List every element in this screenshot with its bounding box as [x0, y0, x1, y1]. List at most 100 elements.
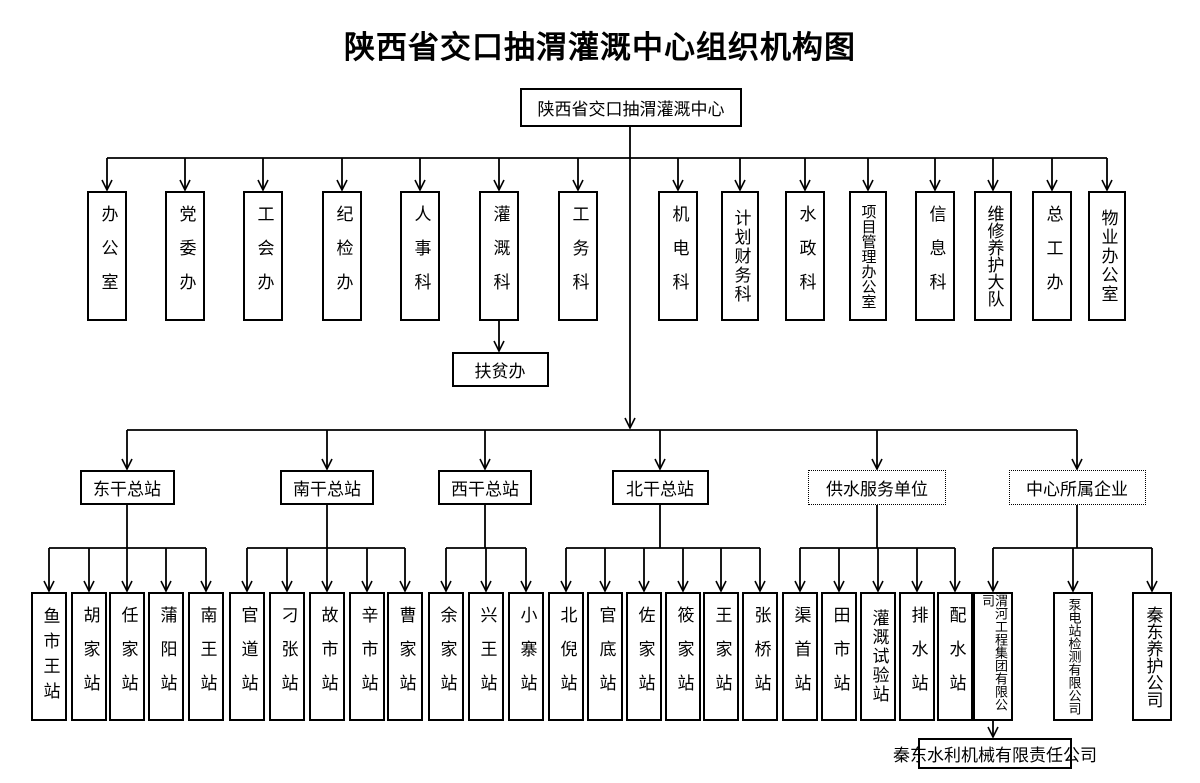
- station-box: 东干总站: [79, 470, 175, 505]
- unit-box-label: 排水站: [907, 605, 928, 708]
- unit-box: 辛市站: [349, 592, 385, 721]
- department-box-label: 灌溉科: [489, 205, 510, 307]
- department-box-label: 信息科: [925, 205, 946, 307]
- unit-box: 南王站: [188, 592, 224, 721]
- sub-department-box-label: 扶贫办: [474, 362, 526, 382]
- unit-box-label: 故市站: [317, 605, 338, 708]
- department-box-label: 纪检办: [332, 205, 353, 307]
- unit-box-label: 配水站: [945, 605, 966, 708]
- station-box-label: 供水服务单位: [826, 480, 928, 500]
- unit-box: 曹家站: [387, 592, 423, 721]
- root-box: 陕西省交口抽渭灌溉中心: [520, 88, 742, 127]
- unit-box: 余家站: [428, 592, 464, 721]
- unit-box: 鱼市王站: [31, 592, 67, 721]
- department-box: 信息科: [915, 191, 955, 321]
- unit-box: 北倪站: [548, 592, 584, 721]
- subsidiary-box-label: 秦东水利机械有限责任公司: [893, 746, 1097, 766]
- department-box: 计划财务科: [721, 191, 759, 321]
- unit-box-label: 官道站: [237, 605, 258, 708]
- station-box: 供水服务单位: [808, 470, 946, 505]
- department-box-label: 工务科: [568, 205, 589, 307]
- unit-box-label: 筱家站: [673, 605, 694, 708]
- unit-box-label: 任家站: [117, 605, 138, 708]
- department-box-label: 人事科: [410, 205, 431, 307]
- department-box-label: 物业办公室: [1097, 208, 1118, 304]
- department-box-label: 党委办: [175, 205, 196, 307]
- department-box-label: 办公室: [97, 205, 118, 307]
- unit-box: 排水站: [899, 592, 935, 721]
- unit-box: 胡家站: [71, 592, 107, 721]
- unit-box-label: 小寨站: [516, 605, 537, 708]
- unit-box-label: 官底站: [595, 605, 616, 708]
- department-box-label: 项目管理办公室: [859, 203, 878, 309]
- unit-box: 张桥站: [742, 592, 778, 721]
- department-box: 办公室: [87, 191, 127, 321]
- department-box: 项目管理办公室: [849, 191, 887, 321]
- unit-box-label: 北倪站: [556, 605, 577, 708]
- unit-box: 刁张站: [269, 592, 305, 721]
- unit-box: 泵电站检测有限公司: [1053, 592, 1093, 721]
- department-box-label: 总工办: [1042, 205, 1063, 307]
- department-box: 总工办: [1032, 191, 1072, 321]
- department-box-label: 水政科: [795, 205, 816, 307]
- unit-box-label: 余家站: [436, 605, 457, 708]
- department-box-label: 工会办: [253, 205, 274, 307]
- department-box: 物业办公室: [1088, 191, 1126, 321]
- department-box: 工会办: [243, 191, 283, 321]
- station-box-label: 南干总站: [293, 480, 361, 500]
- department-box: 纪检办: [322, 191, 362, 321]
- unit-box: 渭河工程集团有限公司: [973, 592, 1013, 721]
- unit-box: 官底站: [587, 592, 623, 721]
- unit-box: 灌溉试验站: [860, 592, 896, 721]
- station-box: 北干总站: [611, 470, 709, 505]
- department-box: 维修养护大队: [974, 191, 1012, 321]
- department-box: 机电科: [658, 191, 698, 321]
- unit-box: 田市站: [821, 592, 857, 721]
- unit-box: 小寨站: [508, 592, 544, 721]
- unit-box-label: 田市站: [829, 605, 850, 708]
- station-box-label: 东干总站: [93, 480, 161, 500]
- unit-box-label: 蒲阳站: [156, 605, 177, 708]
- unit-box-label: 泵电站检测有限公司: [1065, 598, 1081, 715]
- unit-box-label: 张桥站: [750, 605, 771, 708]
- unit-box: 兴王站: [468, 592, 504, 721]
- unit-box-label: 兴王站: [476, 605, 497, 708]
- station-box-label: 中心所属企业: [1026, 480, 1128, 500]
- unit-box-label: 胡家站: [79, 605, 100, 708]
- station-box: 中心所属企业: [1008, 470, 1146, 505]
- unit-box-label: 渠首站: [790, 605, 811, 708]
- unit-box: 蒲阳站: [148, 592, 184, 721]
- station-box-label: 北干总站: [626, 480, 694, 500]
- department-box: 人事科: [400, 191, 440, 321]
- unit-box: 配水站: [937, 592, 973, 721]
- department-box: 水政科: [785, 191, 825, 321]
- station-box: 南干总站: [280, 470, 374, 505]
- sub-department-box: 扶贫办: [451, 352, 549, 387]
- department-box-label: 机电科: [668, 205, 689, 307]
- unit-box-label: 辛市站: [357, 605, 378, 708]
- unit-box: 官道站: [229, 592, 265, 721]
- station-box: 西干总站: [438, 470, 532, 505]
- unit-box-label: 鱼市王站: [39, 606, 60, 707]
- unit-box: 佐家站: [626, 592, 662, 721]
- unit-box-label: 灌溉试验站: [868, 609, 889, 704]
- unit-box: 任家站: [109, 592, 145, 721]
- unit-box-label: 南王站: [196, 605, 217, 708]
- subsidiary-box: 秦东水利机械有限责任公司: [893, 738, 1097, 769]
- root-box-label: 陕西省交口抽渭灌溉中心: [537, 100, 725, 120]
- unit-box-label: 佐家站: [634, 605, 655, 708]
- unit-box: 渠首站: [782, 592, 818, 721]
- unit-box: 故市站: [309, 592, 345, 721]
- chart-title: 陕西省交口抽渭灌溉中心组织机构图: [344, 30, 856, 66]
- unit-box-label: 曹家站: [395, 605, 416, 708]
- unit-box-label: 王家站: [711, 605, 732, 708]
- department-box: 工务科: [558, 191, 598, 321]
- unit-box-label: 刁张站: [277, 605, 298, 708]
- department-box-label: 维修养护大队: [983, 205, 1004, 307]
- department-box: 灌溉科: [479, 191, 519, 321]
- department-box-label: 计划财务科: [730, 208, 751, 304]
- unit-box: 秦东养护公司: [1132, 592, 1172, 721]
- station-box-label: 西干总站: [451, 480, 519, 500]
- unit-box: 王家站: [703, 592, 739, 721]
